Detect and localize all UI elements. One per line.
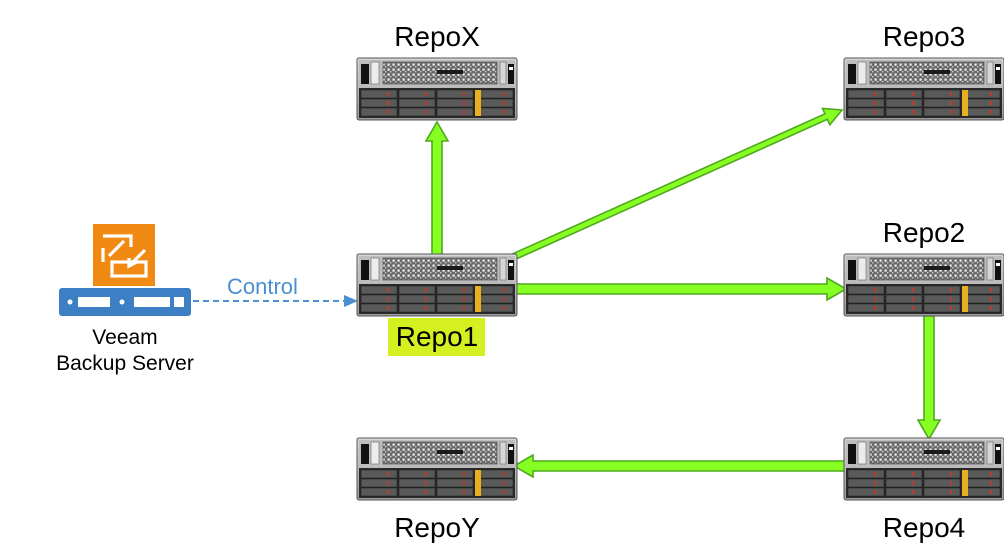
arrow-repo1-to-repo3 xyxy=(508,107,844,261)
server-rack-icon xyxy=(59,288,191,316)
arrow-repo2-to-repo4 xyxy=(916,315,942,441)
repo-label-repoy: RepoY xyxy=(394,512,480,543)
repo-repo3[interactable]: Repo3 xyxy=(843,21,1004,121)
server-label-line1: Veeam xyxy=(92,326,157,349)
repo-repo2[interactable]: Repo2 xyxy=(843,217,1004,317)
control-link: Control xyxy=(193,274,358,307)
control-arrowhead xyxy=(344,295,358,307)
arrow-repo1-to-repo2 xyxy=(511,276,848,302)
repo-label-repo3: Repo3 xyxy=(883,21,966,52)
arrow-repo4-to-repoy xyxy=(512,453,846,479)
repo-label-repo2: Repo2 xyxy=(883,217,966,248)
veeam-backup-server[interactable]: Veeam Backup Server xyxy=(56,224,194,375)
repo-label-repo1: Repo1 xyxy=(396,321,479,352)
repo1-label-highlight xyxy=(388,318,485,356)
server-label-line2: Backup Server xyxy=(56,352,194,375)
repo-repo4[interactable]: Repo4 xyxy=(843,437,1004,543)
repo-repo1[interactable]: Repo1 xyxy=(356,253,518,356)
repo-repoy[interactable]: RepoY xyxy=(356,437,518,543)
repo-label-repo4: Repo4 xyxy=(883,512,966,543)
veeam-logo-icon xyxy=(93,224,155,286)
repo-repox[interactable]: RepoX xyxy=(356,21,518,121)
control-label: Control xyxy=(227,274,298,299)
repo-label-repox: RepoX xyxy=(394,21,480,52)
arrow-repo1-to-repox xyxy=(424,120,450,256)
